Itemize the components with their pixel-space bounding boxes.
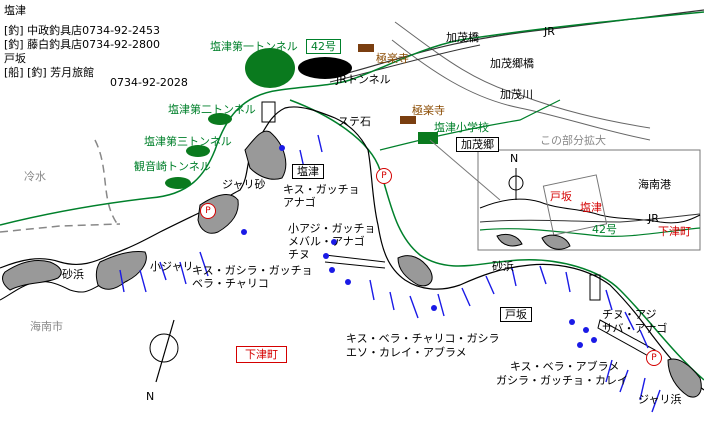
jr-line: [339, 9, 704, 76]
inset-frame: [477, 149, 701, 251]
label-sunahama-1: 砂浜: [62, 268, 84, 281]
inset-pointer: [429, 139, 501, 201]
boundary-line: [94, 139, 119, 226]
label-jari-1: ジャリ砂: [222, 178, 266, 191]
label-jari-2: ジャリ浜: [638, 393, 682, 406]
fish-label-3b: ベラ・チャリコ: [192, 277, 269, 290]
label-shimotsu: 下津町: [236, 346, 287, 363]
label-reisui: 冷水: [24, 170, 46, 183]
inset-jr: [479, 213, 701, 223]
school-mark: [418, 132, 438, 144]
label-school: 塩津小学校: [434, 121, 489, 134]
boundary-line-2: [0, 223, 121, 233]
fish-label-5b: サバ・アナゴ: [602, 322, 668, 335]
small-pier-north: [261, 101, 276, 123]
fish-label-2c: チヌ: [288, 248, 310, 261]
info-shop-fujishiro: [釣] 藤白釣具店0734-92-2800: [4, 38, 161, 51]
fish-label-6b: ガシラ・ガッチョ・カレイ: [496, 374, 628, 387]
parking-icon-2: P: [376, 168, 392, 184]
fish-label-2a: 小アジ・ガッチョ: [288, 222, 376, 235]
label-jr: JR: [544, 25, 555, 38]
inset-title: この部分拡大: [540, 134, 606, 147]
label-tunnel-2: 塩津第二トンネル: [168, 103, 256, 116]
coastline-west: [0, 281, 101, 301]
jr-line-2: [329, 44, 481, 83]
inset-kainan-port: 海南港: [638, 178, 671, 191]
tunnel-1-mark: [245, 48, 295, 88]
fish-label-6a: キス・ベラ・アブラメ: [510, 360, 620, 373]
label-shiotsu-box: 塩津: [292, 164, 324, 179]
fish-label-4b: エソ・カレイ・アブラメ: [346, 346, 467, 359]
inset-road: [479, 227, 701, 237]
temple-mark-2: [400, 116, 416, 124]
route-42-sign: 42号: [306, 39, 341, 54]
tunnel-jr-mark: [298, 57, 352, 79]
compass-north: N: [146, 390, 155, 403]
label-sunahama-2: 砂浜: [492, 260, 514, 273]
label-gokurakuji-1: 極楽寺: [376, 52, 409, 65]
label-kamogobashi: 加茂郷橋: [490, 57, 534, 70]
fishing-marks: [119, 134, 661, 413]
fish-label-5a: チヌ・アジ: [602, 308, 657, 321]
label-jr-tunnel: JRトンネル: [336, 73, 391, 86]
compass-needle: [155, 319, 175, 383]
rock-west: [2, 259, 62, 291]
label-kojari: 小ジャリ: [150, 260, 194, 273]
pier-shiotsu-2: [324, 261, 386, 269]
info-shiotsu: 塩津: [4, 4, 26, 17]
inset-rock-1: [496, 233, 523, 247]
fish-label-1a: キス・ガッチョ: [283, 183, 360, 196]
inset-rock-2: [541, 234, 571, 250]
rock-east: [667, 358, 702, 398]
inset-coast: [479, 198, 701, 224]
fishing-dots: [241, 145, 597, 348]
kamo-river-bank: [391, 39, 651, 141]
label-kamobashi: 加茂橋: [446, 31, 479, 44]
label-tosaka-box: 戸坂: [500, 307, 532, 322]
tunnel-4-mark: [165, 177, 191, 189]
parking-icon-1: P: [200, 203, 216, 219]
tunnel-3-mark: [186, 145, 210, 157]
inset-zoom-box: [542, 174, 608, 236]
fish-label-4a: キス・ベラ・チャリコ・ガシラ: [346, 332, 500, 345]
info-ryokan: [船] [釣] 芳月旅館: [4, 66, 95, 79]
label-gokurakuji-2: 極楽寺: [412, 104, 445, 117]
inset-shimotsu: 下津町: [658, 225, 691, 238]
route-42-road: [0, 11, 704, 226]
label-kamogo: 加茂郷: [456, 137, 499, 152]
temple-mark-1: [358, 44, 374, 52]
small-pier-2: [589, 274, 601, 301]
tunnel-2-mark: [208, 113, 232, 125]
rock-mid: [397, 255, 433, 287]
label-kamogawa: 加茂川: [500, 88, 533, 101]
coastline: [0, 106, 704, 391]
inset-route42: 42号: [592, 223, 617, 236]
inset-jr: JR: [648, 212, 659, 225]
parking-icon-3: P: [646, 350, 662, 366]
inset-shiotsu: 塩津: [580, 201, 602, 214]
branch-road: [379, 99, 561, 151]
fish-label-2b: メバル・アナゴ: [288, 235, 365, 248]
rock-north: [244, 130, 287, 180]
info-tosaka: 戸坂: [4, 52, 26, 65]
label-tunnel-3: 塩津第三トンネル: [144, 135, 232, 148]
info-shop-nakamasa: [釣] 中政釣具店0734-92-2453: [4, 24, 161, 37]
fish-label-1b: アナゴ: [283, 196, 316, 209]
label-tunnel-1: 塩津第一トンネル: [210, 40, 298, 53]
coast-road: [289, 99, 704, 381]
compass-circle: [149, 333, 179, 363]
rock-west-2: [95, 251, 147, 290]
pier-shiotsu: [324, 254, 386, 263]
inset-tosaka: 戸坂: [550, 190, 572, 203]
info-ryokan-phone: 0734-92-2028: [110, 76, 188, 89]
label-suteishi: ステ石: [338, 115, 371, 128]
label-kainan-city: 海南市: [30, 320, 63, 333]
inset-north: N: [510, 152, 519, 165]
fish-label-3a: キス・ガシラ・ガッチョ: [192, 264, 313, 277]
label-tunnel-4: 観音崎トンネル: [134, 160, 211, 173]
